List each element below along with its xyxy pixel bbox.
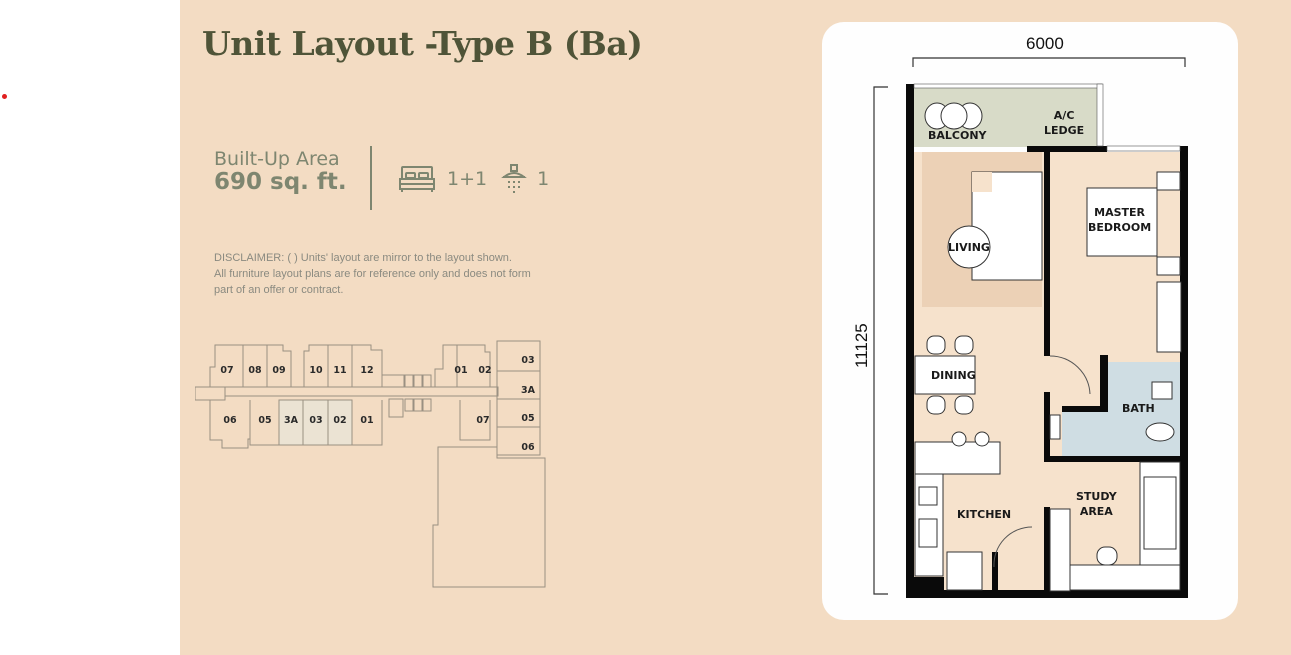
svg-text:08: 08: [248, 365, 262, 376]
svg-text:05: 05: [521, 413, 534, 424]
room-label-living: LIVING: [948, 241, 990, 254]
unit-layout-panel: Unit Layout -Type B (Ba) Built-Up Area 6…: [180, 0, 1291, 655]
shower-icon: [501, 163, 527, 195]
room-label-balcony: BALCONY: [928, 129, 987, 142]
svg-text:01: 01: [360, 415, 373, 426]
master-line1: MASTER: [1094, 206, 1146, 219]
room-label-ac-ledge: A/C LEDGE: [1044, 108, 1084, 138]
room-label-bath: BATH: [1122, 402, 1155, 415]
room-label-study-area: STUDY AREA: [1076, 489, 1117, 519]
svg-text:02: 02: [333, 415, 346, 426]
svg-text:03: 03: [309, 415, 322, 426]
disclaimer-line: DISCLAIMER: ( ) Units' layout are mirror…: [214, 252, 512, 264]
disclaimer: DISCLAIMER: ( ) Units' layout are mirror…: [214, 250, 594, 298]
svg-text:06: 06: [521, 442, 535, 453]
floor-plan-card: 6000 11125 BALCONY A/C LEDGE LIVING MAST…: [822, 22, 1238, 620]
svg-text:06: 06: [223, 415, 237, 426]
svg-text:05: 05: [258, 415, 271, 426]
svg-text:03: 03: [521, 355, 534, 366]
svg-text:02: 02: [478, 365, 491, 376]
disclaimer-line: part of an offer or contract.: [214, 284, 344, 296]
svg-text:01: 01: [454, 365, 467, 376]
key-plan: 07 08 09 10 11 12 06 05 3A 03 02 01 01 0…: [194, 335, 565, 599]
red-marker-dot: [2, 94, 7, 99]
page-title: Unit Layout -Type B (Ba): [202, 24, 643, 63]
svg-text:07: 07: [476, 415, 489, 426]
svg-text:12: 12: [360, 365, 373, 376]
bed-icon: [397, 164, 437, 194]
svg-text:11: 11: [333, 365, 346, 376]
room-label-kitchen: KITCHEN: [957, 508, 1012, 521]
ac-ledge-line2: LEDGE: [1044, 124, 1085, 137]
built-up-area: Built-Up Area 690 sq. ft.: [214, 148, 347, 195]
svg-text:3A: 3A: [521, 385, 536, 396]
built-up-area-value: 690 sq. ft.: [214, 169, 347, 195]
disclaimer-line: All furniture layout plans are for refer…: [214, 268, 531, 280]
width-dimension: 6000: [1026, 34, 1064, 53]
study-line2: AREA: [1079, 505, 1113, 518]
room-label-dining: DINING: [931, 369, 976, 382]
built-up-area-label: Built-Up Area: [214, 148, 340, 170]
study-line1: STUDY: [1076, 490, 1117, 503]
master-line2: BEDROOM: [1088, 221, 1152, 234]
height-dimension: 11125: [852, 323, 871, 368]
svg-text:3A: 3A: [284, 415, 299, 426]
room-specs: 1+1 1: [397, 163, 549, 195]
bathroom-count: 1: [537, 168, 550, 190]
svg-text:07: 07: [220, 365, 233, 376]
svg-text:10: 10: [309, 365, 323, 376]
bedroom-count: 1+1: [447, 168, 488, 190]
room-label-master-bedroom: MASTER BEDROOM: [1088, 205, 1151, 235]
vertical-divider: [370, 146, 372, 210]
svg-text:09: 09: [272, 365, 285, 376]
ac-ledge-line1: A/C: [1053, 109, 1075, 122]
